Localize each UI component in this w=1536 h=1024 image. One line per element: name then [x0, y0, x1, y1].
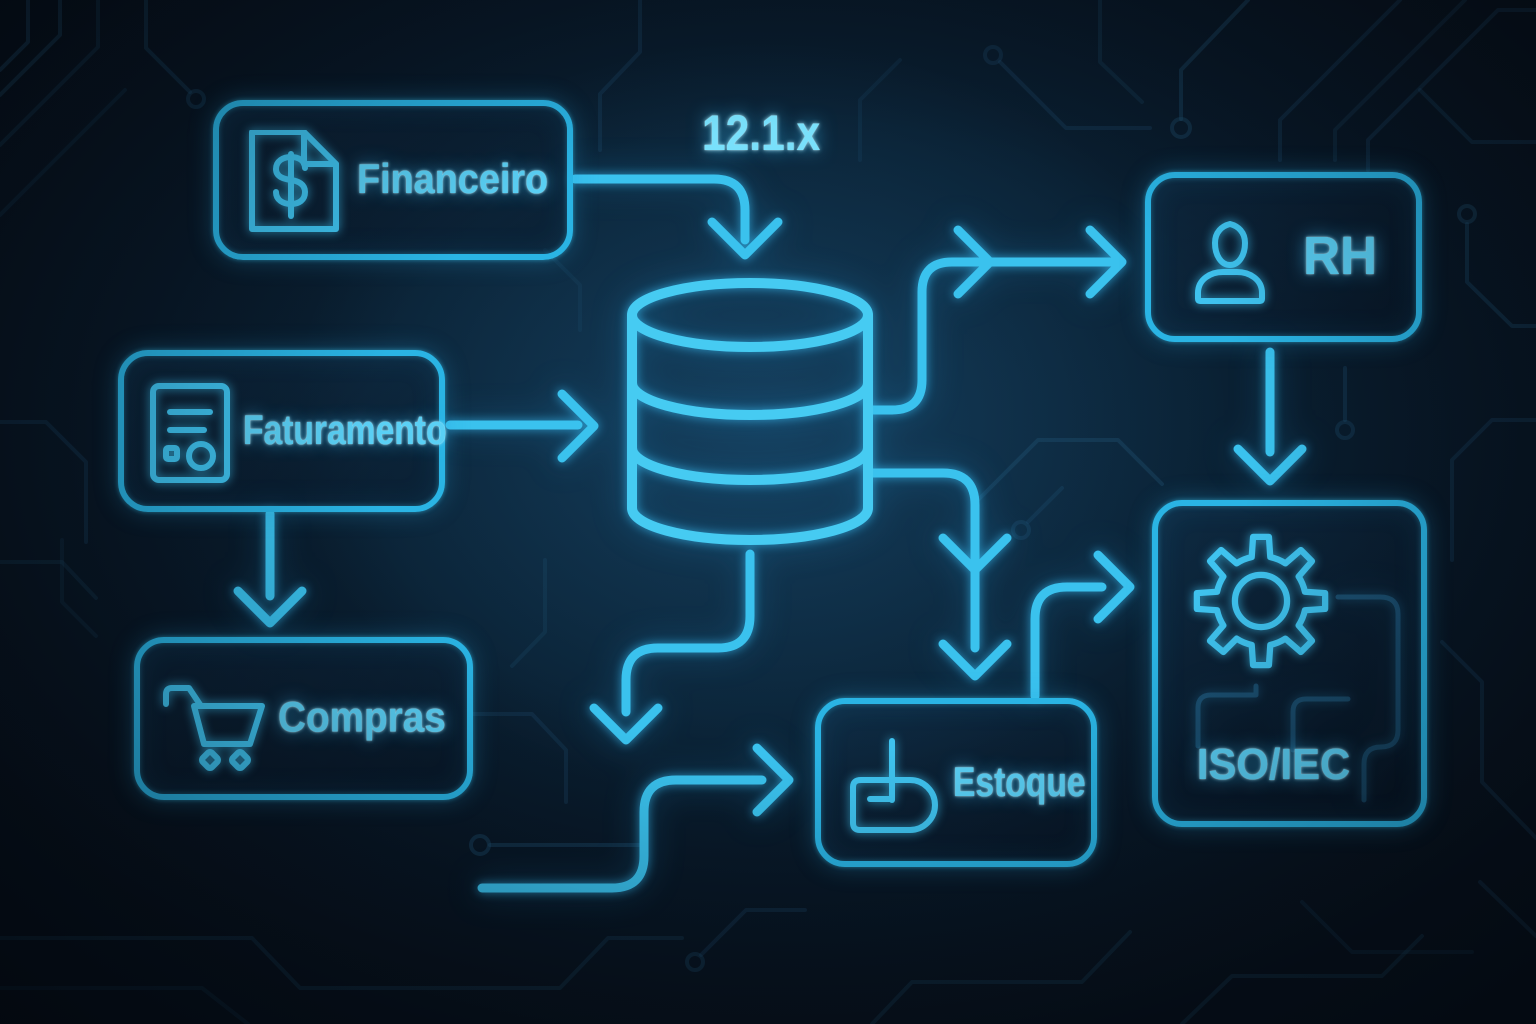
invoice-receipt-icon	[150, 383, 230, 483]
arrow-estoque-to-iso	[1030, 550, 1135, 701]
financeiro-label: Financeiro	[357, 155, 549, 203]
version-label: 12.1.x	[702, 105, 821, 161]
dollar-document-icon	[249, 130, 339, 232]
shopping-cart-icon	[163, 685, 265, 771]
node-iso-iec: ISO/IEC	[1152, 500, 1427, 827]
arrow-faturamento-to-database	[445, 389, 599, 463]
arrow-database-to-estoque	[865, 468, 1012, 681]
arrow-database-bottom	[589, 549, 755, 745]
iso-iec-label: ISO/IEC	[1196, 740, 1351, 789]
arrow-database-to-rh	[865, 225, 1127, 415]
inventory-bin-icon	[850, 738, 938, 833]
node-compras: Compras	[134, 637, 473, 800]
arrow-financeiro-to-database	[570, 174, 783, 260]
estoque-label: Estoque	[953, 757, 1086, 805]
person-icon	[1195, 221, 1265, 304]
faturamento-label: Faturamento	[243, 406, 447, 454]
compras-label: Compras	[278, 693, 446, 742]
arrow-path-to-estoque	[477, 743, 794, 893]
rh-label: RH	[1303, 225, 1378, 286]
gear-icon	[1193, 533, 1329, 669]
arrow-faturamento-to-compras	[233, 509, 307, 628]
arrow-rh-to-iso	[1233, 347, 1307, 486]
node-estoque: Estoque	[815, 698, 1097, 867]
node-financeiro: Financeiro	[213, 100, 573, 260]
node-rh: RH	[1145, 172, 1422, 342]
database-cylinder-icon	[627, 278, 873, 545]
node-faturamento: Faturamento	[118, 350, 447, 512]
